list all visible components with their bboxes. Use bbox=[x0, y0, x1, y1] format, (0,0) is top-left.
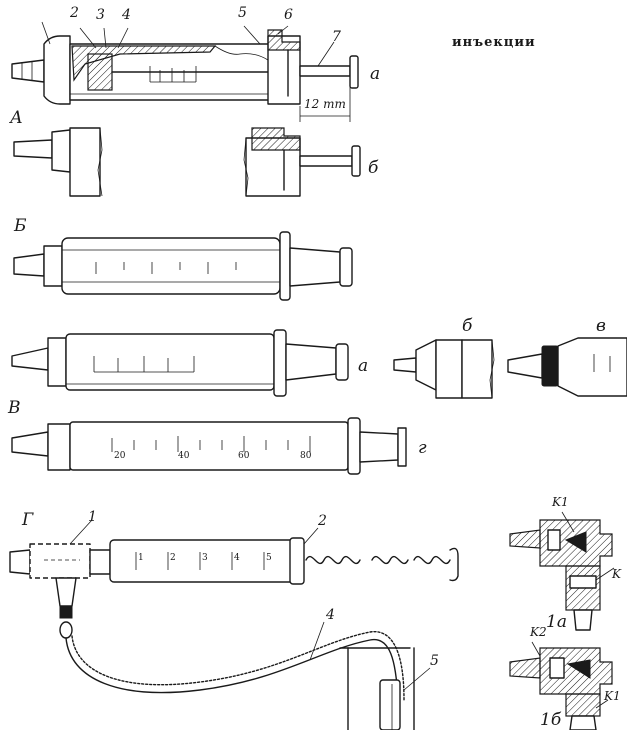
valve-label-k1-bottom: K1 bbox=[604, 689, 621, 703]
valve-1b bbox=[509, 641, 613, 730]
scale-mark-80: 80 bbox=[300, 451, 312, 461]
syringe-v-b bbox=[393, 339, 495, 399]
part-number-4: 4 bbox=[122, 7, 131, 23]
variant-g: г bbox=[418, 438, 427, 458]
variant-b-2: б bbox=[462, 316, 473, 336]
scale-mark-20: 20 bbox=[114, 451, 126, 461]
header-text: инъекции bbox=[452, 35, 536, 50]
scale-mark-40: 40 bbox=[178, 451, 190, 461]
syringe-a-b bbox=[13, 127, 361, 197]
part-number-6: 6 bbox=[284, 7, 293, 23]
syringe-a-a bbox=[11, 21, 359, 122]
valve-label-k-top: K bbox=[612, 567, 621, 581]
section-label-a: А bbox=[10, 108, 23, 128]
g-scale-5: 5 bbox=[266, 553, 272, 563]
g-scale-2: 2 bbox=[170, 553, 176, 563]
variant-a-1: а bbox=[370, 64, 381, 84]
part-number-2: 2 bbox=[70, 5, 79, 21]
section-label-g: Г bbox=[22, 510, 34, 530]
g-part-4: 4 bbox=[326, 607, 335, 623]
section-label-b: Б bbox=[14, 216, 27, 236]
section-label-v: В bbox=[8, 398, 21, 418]
syringe-v-a bbox=[11, 329, 349, 397]
valve-1a bbox=[509, 511, 615, 631]
valve-label-k1-top: K1 bbox=[552, 495, 569, 509]
syringe-v-g bbox=[11, 417, 407, 475]
valve-label-k2: K2 bbox=[530, 625, 547, 639]
scale-mark-60: 60 bbox=[238, 451, 250, 461]
g-part-1: 1 bbox=[88, 509, 97, 525]
g-scale-3: 3 bbox=[202, 553, 208, 563]
part-number-3: 3 bbox=[96, 7, 105, 23]
variant-b-1: б bbox=[368, 158, 379, 178]
syringe-v-v bbox=[507, 337, 627, 397]
variant-a-2: а bbox=[358, 356, 369, 376]
fig-label-1a: 1а bbox=[546, 612, 567, 632]
fig-label-1b: 1б bbox=[540, 710, 562, 730]
g-scale-4: 4 bbox=[234, 553, 240, 563]
syringe-g-assembly bbox=[9, 519, 459, 730]
scale-label: 12 mm bbox=[304, 97, 346, 111]
g-scale-1: 1 bbox=[138, 553, 144, 563]
part-number-5: 5 bbox=[238, 5, 247, 21]
g-part-5: 5 bbox=[430, 653, 439, 669]
part-number-7: 7 bbox=[332, 29, 341, 45]
variant-v: в bbox=[596, 316, 606, 336]
syringe-b bbox=[13, 231, 353, 301]
g-part-2: 2 bbox=[318, 513, 327, 529]
